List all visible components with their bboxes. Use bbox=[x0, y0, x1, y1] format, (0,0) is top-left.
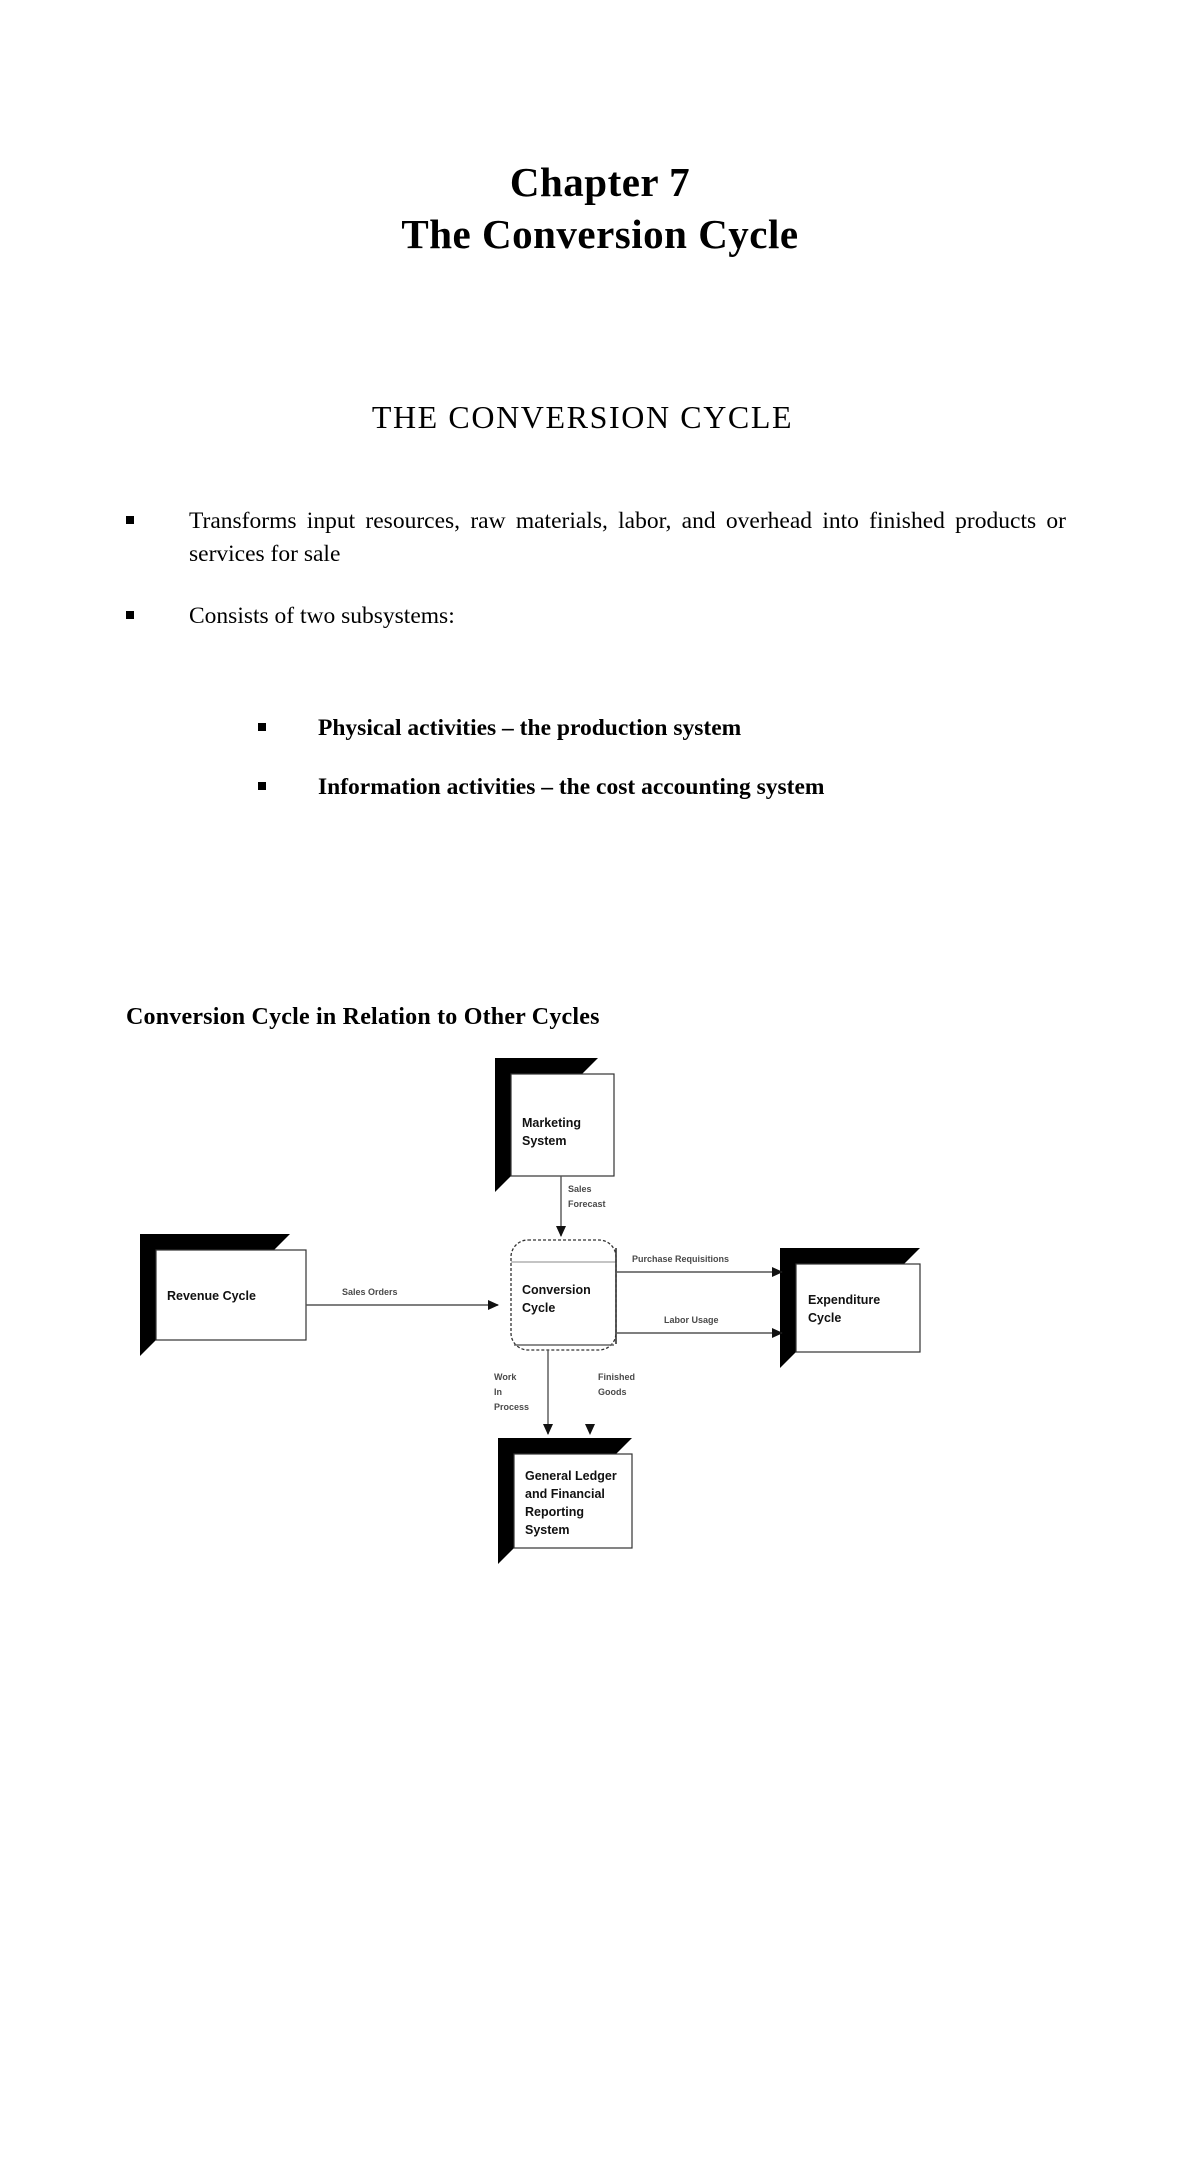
flow-sales-orders: Sales Orders bbox=[306, 1287, 499, 1310]
flow-purchase-requisitions: Purchase Requisitions bbox=[616, 1254, 783, 1277]
flow-label-line3: Process bbox=[494, 1402, 529, 1412]
node-label-line1: General Ledger bbox=[525, 1469, 617, 1483]
flow-label-line2: Forecast bbox=[568, 1199, 606, 1209]
list-item: Consists of two subsystems: bbox=[126, 600, 1076, 633]
node-label-line3: Reporting bbox=[525, 1505, 584, 1519]
list-item: Information activities – the cost accoun… bbox=[258, 771, 1078, 804]
sub-bullet-list: Physical activities – the production sys… bbox=[258, 712, 1078, 831]
node-expenditure-cycle: Expenditure Cycle bbox=[780, 1248, 921, 1368]
node-label: Revenue Cycle bbox=[167, 1289, 256, 1303]
node-label-line2: Cycle bbox=[522, 1301, 555, 1315]
list-item: Transforms input resources, raw material… bbox=[126, 505, 1076, 572]
flow-label: Sales Orders bbox=[342, 1287, 398, 1297]
flow-label-line1: Work bbox=[494, 1372, 517, 1382]
sub-bullet-text: Information activities – the cost accoun… bbox=[318, 774, 825, 801]
bullet-list: Transforms input resources, raw material… bbox=[126, 505, 1076, 661]
node-label-line4: System bbox=[525, 1523, 569, 1537]
page-title: Chapter 7 The Conversion Cycle bbox=[0, 157, 1200, 260]
flow-label-line1: Finished bbox=[598, 1372, 635, 1382]
square-bullet-icon bbox=[258, 723, 266, 731]
flow-label-line2: Goods bbox=[598, 1387, 627, 1397]
flow-label-line2: In bbox=[494, 1387, 502, 1397]
flow-sales-forecast: Sales Forecast bbox=[556, 1176, 606, 1237]
node-label-line1: Conversion bbox=[522, 1283, 591, 1297]
node-label-line1: Expenditure bbox=[808, 1293, 880, 1307]
flow-finished-goods: Finished Goods bbox=[585, 1372, 635, 1435]
flow-label-line1: Sales bbox=[568, 1184, 592, 1194]
figure-heading: Conversion Cycle in Relation to Other Cy… bbox=[126, 1004, 600, 1030]
node-label-line2: System bbox=[522, 1134, 566, 1148]
title-line-2: The Conversion Cycle bbox=[401, 210, 799, 257]
square-bullet-icon bbox=[258, 782, 266, 791]
square-bullet-icon bbox=[126, 516, 134, 524]
title-line-1: Chapter 7 bbox=[509, 159, 691, 206]
bullet-text: Consists of two subsystems: bbox=[189, 602, 455, 629]
node-conversion-cycle: Conversion Cycle bbox=[510, 1239, 617, 1351]
flow-work-in-process: Work In Process bbox=[494, 1350, 553, 1435]
square-bullet-icon bbox=[126, 610, 134, 619]
node-label-line2: and Financial bbox=[525, 1487, 605, 1501]
node-label-line1: Marketing bbox=[522, 1116, 581, 1130]
bullet-text: Transforms input resources, raw material… bbox=[189, 508, 1066, 568]
node-label-line2: Cycle bbox=[808, 1311, 841, 1325]
flow-labor-usage: Labor Usage bbox=[616, 1315, 783, 1338]
node-marketing-system: Marketing System bbox=[495, 1058, 615, 1192]
conversion-cycle-diagram: Marketing System Sales Forecast Revenue … bbox=[120, 1040, 1080, 1660]
node-revenue-cycle: Revenue Cycle bbox=[140, 1234, 307, 1356]
flow-label: Labor Usage bbox=[664, 1315, 719, 1325]
flow-label: Purchase Requisitions bbox=[632, 1254, 729, 1264]
list-item: Physical activities – the production sys… bbox=[258, 712, 1078, 745]
section-heading: THE CONVERSION CYCLE bbox=[371, 398, 794, 435]
node-general-ledger: General Ledger and Financial Reporting S… bbox=[498, 1438, 633, 1564]
sub-bullet-text: Physical activities – the production sys… bbox=[318, 715, 742, 741]
